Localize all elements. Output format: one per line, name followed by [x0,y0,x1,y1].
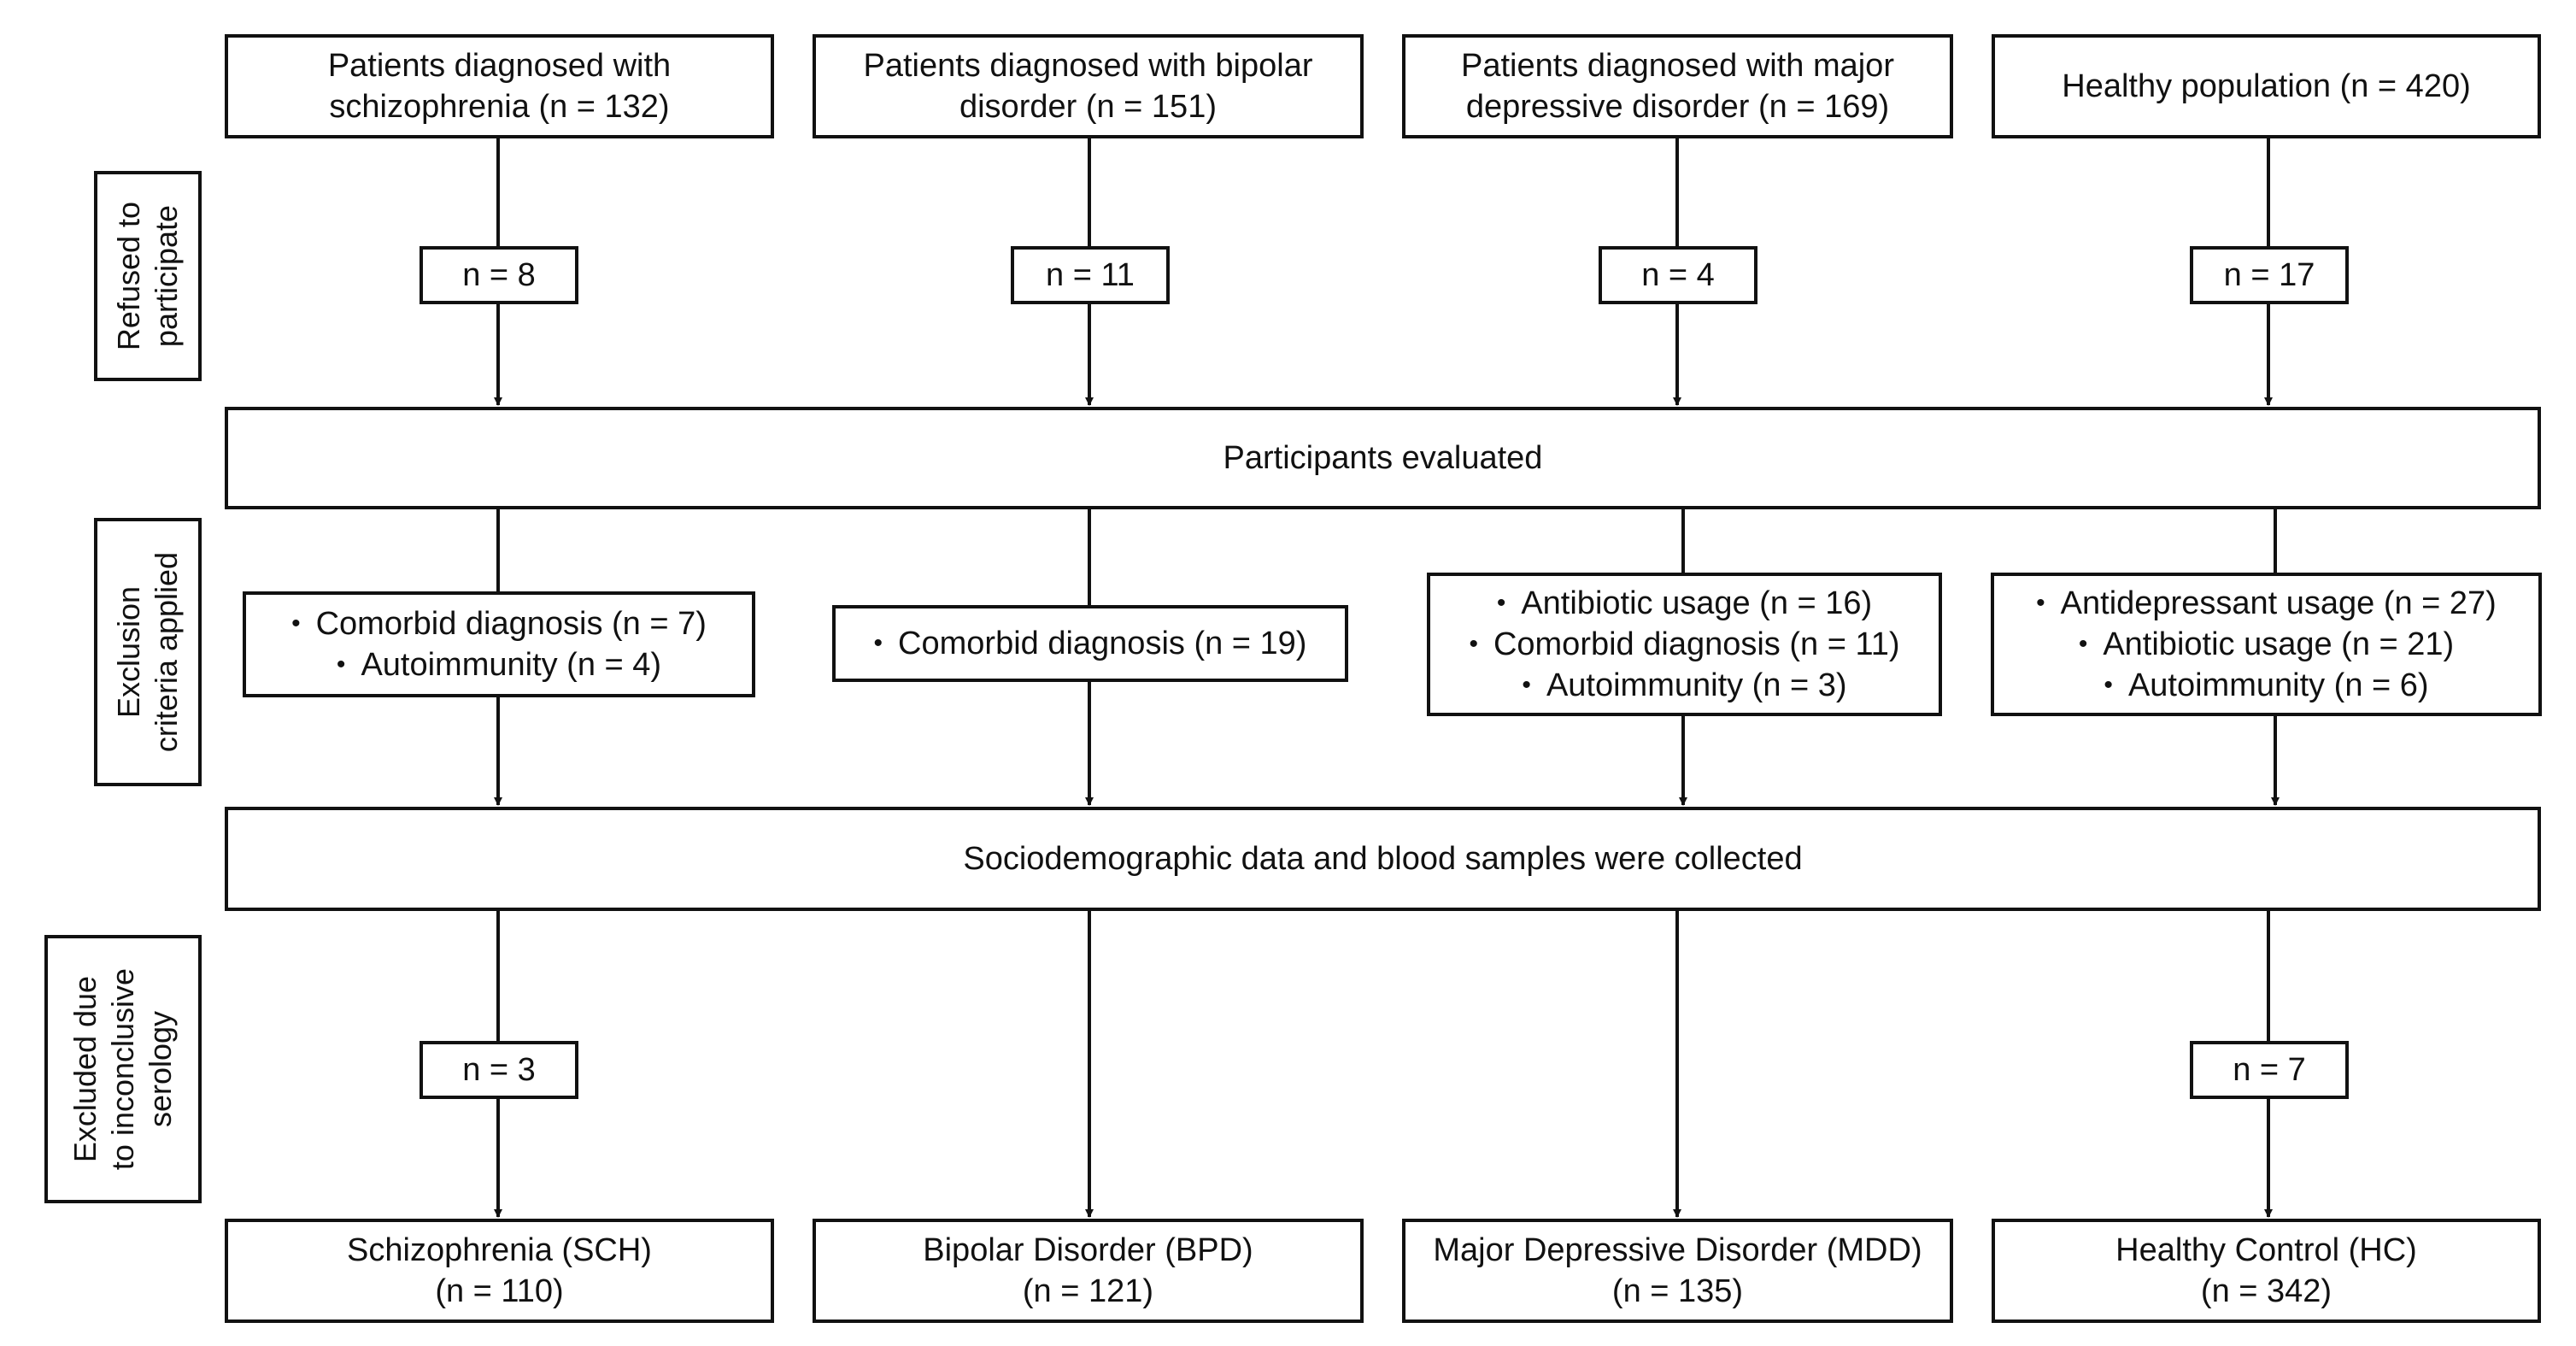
side-label-refused: Refused to participate [94,171,202,381]
final-box-schizophrenia: Schizophrenia (SCH) (n = 110) [225,1219,774,1323]
source-line1: Healthy population (n = 420) [2062,68,2471,104]
refused-count-box: n = 17 [2190,246,2349,304]
exclusion-item-text: Autoimmunity (n = 4) [361,647,662,683]
side-label-exclusion: Exclusion criteria applied [94,518,202,786]
exclusion-item: • Antibiotic usage (n = 16) [1497,583,1872,624]
exclusion-item: • Comorbid diagnosis (n = 7) [291,603,707,644]
exclusion-item: • Autoimmunity (n = 3) [1522,665,1846,706]
refused-count-box: n = 4 [1599,246,1757,304]
final-box-bipolar: Bipolar Disorder (BPD) (n = 121) [813,1219,1364,1323]
side-label-line2: criteria applied [149,551,184,753]
source-line2: depressive disorder (n = 169) [1465,89,1890,125]
bullet-icon: • [1522,671,1531,699]
bullet-icon: • [2078,630,2088,658]
source-line2: disorder (n = 151) [959,89,1217,125]
side-label-line1: Refused to [111,201,146,351]
bullet-icon: • [1469,630,1478,658]
serology-count-box: n = 7 [2190,1041,2349,1099]
bullet-icon: • [336,650,346,679]
side-label-line2: participate [149,204,184,348]
exclusion-box-schizophrenia: • Comorbid diagnosis (n = 7) • Autoimmunit… [243,591,755,697]
final-line2: (n = 121) [1022,1273,1154,1309]
exclusion-item-text: Comorbid diagnosis (n = 7) [315,606,707,642]
exclusion-item-text: Autoimmunity (n = 3) [1546,667,1847,703]
refused-count-box: n = 11 [1011,246,1170,304]
exclusion-box-bipolar: • Comorbid diagnosis (n = 19) [832,605,1348,682]
exclusion-item-text: Comorbid diagnosis (n = 11) [1493,626,1900,662]
serology-count-box: n = 3 [420,1041,578,1099]
final-line1: Healthy Control (HC) [2115,1232,2417,1268]
exclusion-item-text: Antibiotic usage (n = 21) [2103,626,2455,662]
side-label-line1: Excluded due [67,975,103,1163]
refused-count-box: n = 8 [420,246,578,304]
exclusion-item: • Antidepressant usage (n = 27) [2036,583,2497,624]
exclusion-box-healthy: • Antidepressant usage (n = 27) • Antibiot… [1991,573,2542,716]
exclusion-item-text: Antidepressant usage (n = 27) [2060,585,2497,621]
source-box-mdd: Patients diagnosed with major depressive… [1402,34,1953,138]
side-label-line2: to inconclusive [105,967,140,1171]
final-line2: (n = 110) [435,1273,564,1309]
exclusion-item-text: Autoimmunity (n = 6) [2127,667,2429,703]
final-line1: Bipolar Disorder (BPD) [923,1232,1253,1268]
participants-evaluated-box: Participants evaluated [225,407,2541,509]
exclusion-item: • Comorbid diagnosis (n = 11) [1469,624,1899,665]
final-box-healthy: Healthy Control (HC) (n = 342) [1992,1219,2541,1323]
exclusion-item-text: Antibiotic usage (n = 16) [1521,585,1873,621]
source-line1: Patients diagnosed with major [1461,48,1894,84]
final-line2: (n = 342) [2200,1273,2332,1309]
data-collected-box: Sociodemographic data and blood samples … [225,807,2541,911]
source-box-bipolar: Patients diagnosed with bipolar disorder… [813,34,1364,138]
exclusion-item: • Autoimmunity (n = 4) [337,644,661,685]
bullet-icon: • [2104,671,2113,699]
exclusion-item-text: Comorbid diagnosis (n = 19) [898,626,1307,661]
exclusion-item: • Antibiotic usage (n = 21) [2079,624,2454,665]
side-label-line3: serology [143,1010,178,1128]
final-line2: (n = 135) [1611,1273,1744,1309]
source-line1: Patients diagnosed with [327,48,672,84]
exclusion-item: • Autoimmunity (n = 6) [2104,665,2428,706]
side-label-line1: Exclusion [111,585,146,719]
final-line1: Schizophrenia (SCH) [347,1232,652,1268]
final-box-mdd: Major Depressive Disorder (MDD) (n = 135… [1402,1219,1953,1323]
exclusion-item: • Comorbid diagnosis (n = 19) [874,623,1307,664]
source-box-healthy: Healthy population (n = 420) [1992,34,2541,138]
bullet-icon: • [1496,589,1506,617]
final-line1: Major Depressive Disorder (MDD) [1433,1232,1922,1268]
exclusion-box-mdd: • Antibiotic usage (n = 16) • Comorbid dia… [1427,573,1942,716]
source-box-schizophrenia: Patients diagnosed with schizophrenia (n… [225,34,774,138]
bullet-icon: • [873,629,883,657]
source-line2: schizophrenia (n = 132) [329,89,670,125]
source-line1: Patients diagnosed with bipolar [863,48,1313,84]
bullet-icon: • [291,609,301,638]
side-label-serology: Excluded due to inconclusive serology [44,935,202,1203]
bullet-icon: • [2036,589,2045,617]
